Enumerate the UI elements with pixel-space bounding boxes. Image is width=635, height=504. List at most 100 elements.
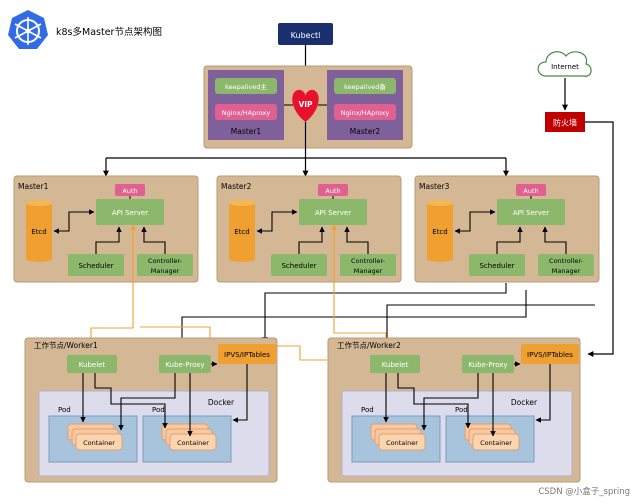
master-node-title: Master1 (18, 182, 49, 191)
etcd-cylinder (427, 203, 453, 259)
page-title: k8s多Master节点架构图 (56, 26, 162, 38)
container-box (378, 433, 426, 451)
scheduler-box (469, 254, 525, 276)
lb-master2-label: Master2 (350, 127, 381, 136)
kube-proxy-label: Kube-Proxy (165, 361, 204, 369)
api-server-label: API Server (513, 209, 549, 217)
ipvs-iptables-label: IPVS/IPTables (527, 351, 573, 359)
kubelet-box (67, 355, 117, 373)
pod-label: Pod (58, 406, 71, 414)
ipvs-pod-arrow (232, 364, 248, 423)
container-label: Container (386, 439, 418, 447)
kube-proxy-box (159, 355, 211, 373)
master-node-title: Master2 (221, 182, 252, 191)
api-server-box (299, 199, 367, 225)
container-box (75, 433, 123, 451)
etcd-label: Etcd (31, 228, 46, 236)
etcd-cylinder-top (427, 200, 453, 206)
etcd-cylinder-top (26, 200, 52, 206)
kubelet-label: Kubelet (382, 361, 409, 369)
internet-label: Internet (551, 63, 579, 71)
worker-node-title: 工作节点/Worker2 (337, 340, 401, 350)
scheduler-label: Scheduler (78, 262, 113, 270)
master-to-worker-lines (181, 283, 595, 343)
master-node-title: Master3 (419, 182, 450, 191)
ipvs-iptables-box (521, 344, 579, 364)
internet-cloud-icon (537, 51, 592, 77)
container-label: Container (480, 439, 512, 447)
controller-manager-label-line1: Controller- (148, 257, 183, 265)
firewall-box (545, 112, 585, 132)
controller-manager-label-line2: Manager (354, 267, 383, 275)
proxy-pod1-arrow (421, 373, 479, 431)
scheduler-label: Scheduler (479, 262, 514, 270)
scheduler-api-arrow (298, 226, 325, 254)
auth-box (516, 184, 546, 196)
nginx-haproxy-2-box (334, 104, 396, 120)
etcd-api-arrow (256, 209, 298, 234)
etcd-api-arrow (454, 209, 496, 234)
docker-label: Docker (208, 398, 235, 407)
container-box (169, 433, 217, 451)
auth-box (318, 184, 348, 196)
kubectl-box (278, 23, 333, 45)
etcd-cylinder (26, 203, 52, 259)
ipvs-iptables-box (218, 344, 276, 364)
auth-label: Auth (523, 187, 538, 195)
pod-label: Pod (361, 406, 374, 414)
etcd-label: Etcd (234, 228, 249, 236)
api-server-label: API Server (112, 209, 148, 217)
keepalived-master-label: keepalived主 (225, 82, 267, 91)
kube-proxy-box (462, 355, 514, 373)
nginx-haproxy-2-label: Nginx/HAproxy (341, 109, 390, 117)
controller-api-arrow (344, 226, 369, 254)
vip-heart-icon (292, 89, 319, 122)
controller-manager-label-line1: Controller- (549, 257, 584, 265)
container-label: Container (177, 439, 209, 447)
controller-manager-label-line1: Controller- (351, 257, 386, 265)
kubelet-pod2-arrow (397, 373, 471, 429)
scheduler-api-arrow (95, 226, 122, 254)
etcd-cylinder-top (229, 200, 255, 206)
auth-box (115, 184, 145, 196)
etcd-api-arrow (53, 209, 95, 234)
kubelet-label: Kubelet (79, 361, 106, 369)
controller-api-arrow (141, 226, 166, 254)
controller-api-arrow (542, 226, 567, 254)
etcd-cylinder (229, 203, 255, 259)
csdn-watermark: CSDN @小盒子_spring (538, 486, 630, 497)
scheduler-box (68, 254, 124, 276)
kubernetes-logo (3, 5, 53, 55)
controller-manager-box (340, 254, 396, 276)
api-server-box (497, 199, 565, 225)
api-server-label: API Server (315, 209, 351, 217)
firewall-to-worker2-ipvs-arrow (585, 121, 614, 357)
firewall-label: 防火墙 (553, 118, 577, 128)
auth-label: Auth (325, 187, 340, 195)
vip-to-masters-lines (103, 122, 509, 177)
auth-label: Auth (122, 187, 137, 195)
kubectl-label: Kubectl (291, 31, 321, 40)
controller-manager-label-line2: Manager (151, 267, 180, 275)
lb-master1-label: Master1 (231, 127, 262, 136)
pod-label: Pod (152, 406, 165, 414)
etcd-cylinder-bottom (26, 256, 52, 262)
etcd-label: Etcd (432, 228, 447, 236)
controller-manager-label-line2: Manager (552, 267, 581, 275)
keepalived-backup-box (334, 78, 396, 94)
docker-label: Docker (511, 398, 538, 407)
kubelet-box (370, 355, 420, 373)
kube-proxy-label: Kube-Proxy (468, 361, 507, 369)
vip-label: VIP (298, 100, 313, 109)
worker-node-title: 工作节点/Worker1 (34, 340, 98, 350)
nginx-haproxy-1-label: Nginx/HAproxy (222, 109, 271, 117)
